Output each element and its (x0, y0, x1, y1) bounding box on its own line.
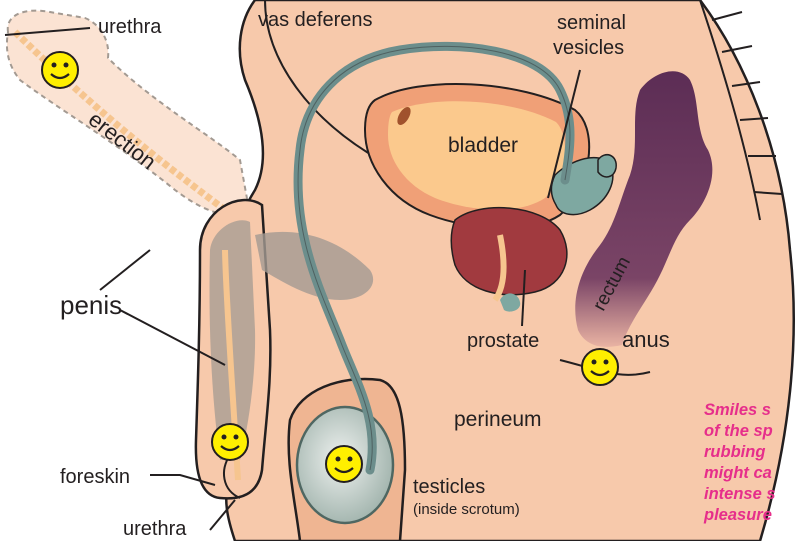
smiles-note: Smiles s of the sp rubbing might ca inte… (704, 400, 776, 526)
label-penis: penis (60, 292, 122, 318)
smiley-icon-testicle (324, 444, 364, 484)
smiley-icon-glans (210, 422, 250, 462)
label-bladder: bladder (448, 135, 518, 156)
label-inside-scrotum: (inside scrotum) (413, 502, 520, 517)
label-testicles: testicles (413, 477, 485, 497)
label-urethra-top: urethra (98, 17, 161, 37)
smiley-icon-erection (40, 50, 80, 90)
label-anus: anus (622, 329, 670, 351)
label-perineum: perineum (454, 409, 542, 430)
smiley-icon-anus (580, 347, 620, 387)
note-line: intense s (704, 484, 776, 505)
note-line: might ca (704, 463, 776, 484)
note-line: Smiles s (704, 400, 776, 421)
erection-outline (7, 11, 260, 235)
note-line: of the sp (704, 421, 776, 442)
note-line: rubbing (704, 442, 776, 463)
label-prostate: prostate (467, 331, 539, 351)
note-line: pleasure (704, 505, 776, 526)
label-urethra-bottom: urethra (123, 519, 186, 539)
label-vas-deferens: vas deferens (258, 10, 373, 30)
label-vesicles: vesicles (553, 38, 624, 58)
label-foreskin: foreskin (60, 467, 130, 487)
label-seminal: seminal (557, 13, 626, 33)
